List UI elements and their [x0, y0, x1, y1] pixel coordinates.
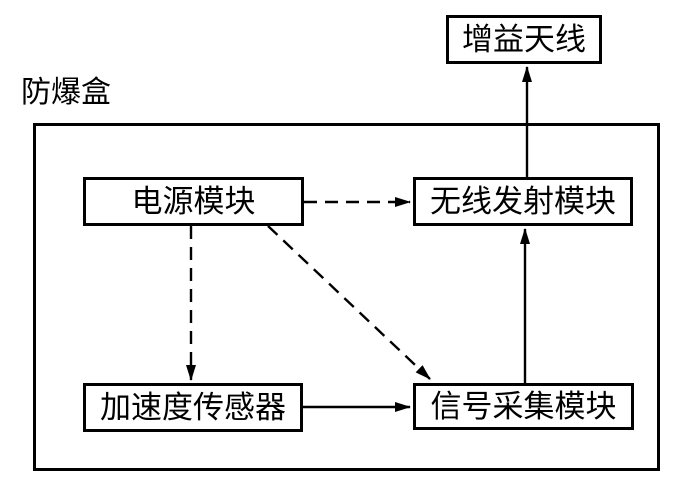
node-wireless-tx-module: 无线发射模块 [413, 177, 633, 226]
enclosure-box [33, 123, 660, 471]
node-power-module: 电源模块 [83, 177, 304, 226]
enclosure-label: 防爆盒 [21, 76, 111, 109]
node-accel-sensor: 加速度传感器 [83, 383, 303, 432]
node-signal-acq-module: 信号采集模块 [413, 383, 634, 430]
edge-power-to-signal [267, 225, 431, 380]
node-gain-antenna: 增益天线 [446, 15, 602, 64]
